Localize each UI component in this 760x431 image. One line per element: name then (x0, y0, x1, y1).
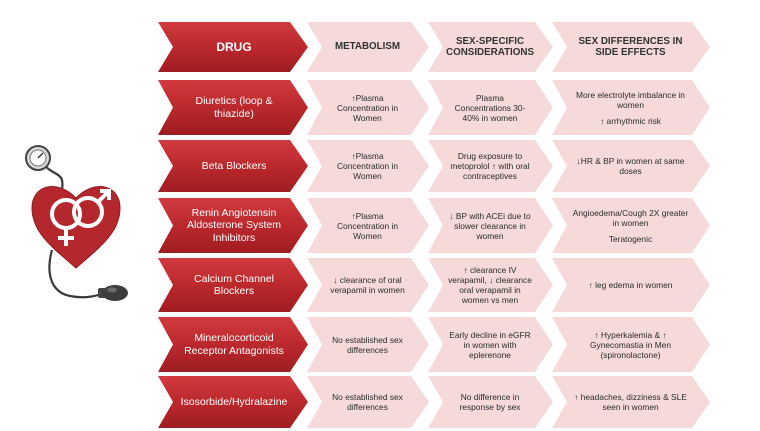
stethoscope-tube-lower-icon (48, 249, 105, 299)
side-effects-diuretics: More electrolyte imbalance in women ↑ ar… (552, 80, 710, 135)
sex-specific-raas-inhibitors: ↓ BP with ACEi due to slower clearance i… (428, 198, 553, 253)
sex-specific-mineralocorticoid-receptor-antagonists: Early decline in eGFR in women with eple… (428, 317, 553, 372)
drug-raas-inhibitors: Renin Angiotensin Aldosterone System Inh… (158, 198, 308, 253)
drug-isosorbide-hydralazine: Isosorbide/Hydralazine (158, 376, 308, 428)
metabolism-calcium-channel-blockers: ↓ clearance of oral verapamil in women (307, 258, 429, 312)
metabolism-isosorbide-hydralazine: No established sex differences (307, 376, 429, 428)
drug-diuretics: Diuretics (loop & thiazide) (158, 80, 308, 135)
metabolism-raas-inhibitors: ↑Plasma Concentration in Women (307, 198, 429, 253)
metabolism-beta-blockers: ↑Plasma Concentration in Women (307, 140, 429, 192)
metabolism-diuretics: ↑Plasma Concentration in Women (307, 80, 429, 135)
side-effects-mineralocorticoid-receptor-antagonists: ↑ Hyperkalemia & ↑ Gynecomastia in Men (… (552, 317, 710, 372)
header-sex-differences-side-effects: SEX DIFFERENCES IN SIDE EFFECTS (552, 22, 710, 72)
sex-specific-isosorbide-hydralazine: No difference in response by sex (428, 376, 553, 428)
heart-icon (31, 186, 121, 269)
drug-beta-blockers: Beta Blockers (158, 140, 308, 192)
drug-mineralocorticoid-receptor-antagonists: Mineralocorticoid Receptor Antagonists (158, 317, 308, 372)
stethoscope-gauge-icon (25, 145, 51, 171)
side-effects-raas-inhibitors: Angioedema/Cough 2X greater in women Ter… (552, 198, 710, 253)
header-metabolism: METABOLISM (307, 22, 429, 72)
header-sex-specific-considerations: SEX-SPECIFIC CONSIDERATIONS (428, 22, 553, 72)
drug-calcium-channel-blockers: Calcium Channel Blockers (158, 258, 308, 312)
metabolism-mineralocorticoid-receptor-antagonists: No established sex differences (307, 317, 429, 372)
venus-symbol-icon (50, 198, 82, 246)
mars-symbol-icon (72, 189, 111, 228)
sex-specific-beta-blockers: Drug exposure to metoprolol ↑ with oral … (428, 140, 553, 192)
sex-specific-calcium-channel-blockers: ↑ clearance IV verapamil, ↓ clearance or… (428, 258, 553, 312)
header-drug: DRUG (158, 22, 308, 72)
bp-cuff-bulb-icon (98, 285, 128, 301)
side-effects-calcium-channel-blockers: ↑ leg edema in women (552, 258, 710, 312)
side-effects-beta-blockers: ↓HR & BP in women at same doses (552, 140, 710, 192)
sex-specific-diuretics: Plasma Concentrations 30-40% in women (428, 80, 553, 135)
side-effects-isosorbide-hydralazine: ↑ headaches, dizziness & SLE seen in wom… (552, 376, 710, 428)
